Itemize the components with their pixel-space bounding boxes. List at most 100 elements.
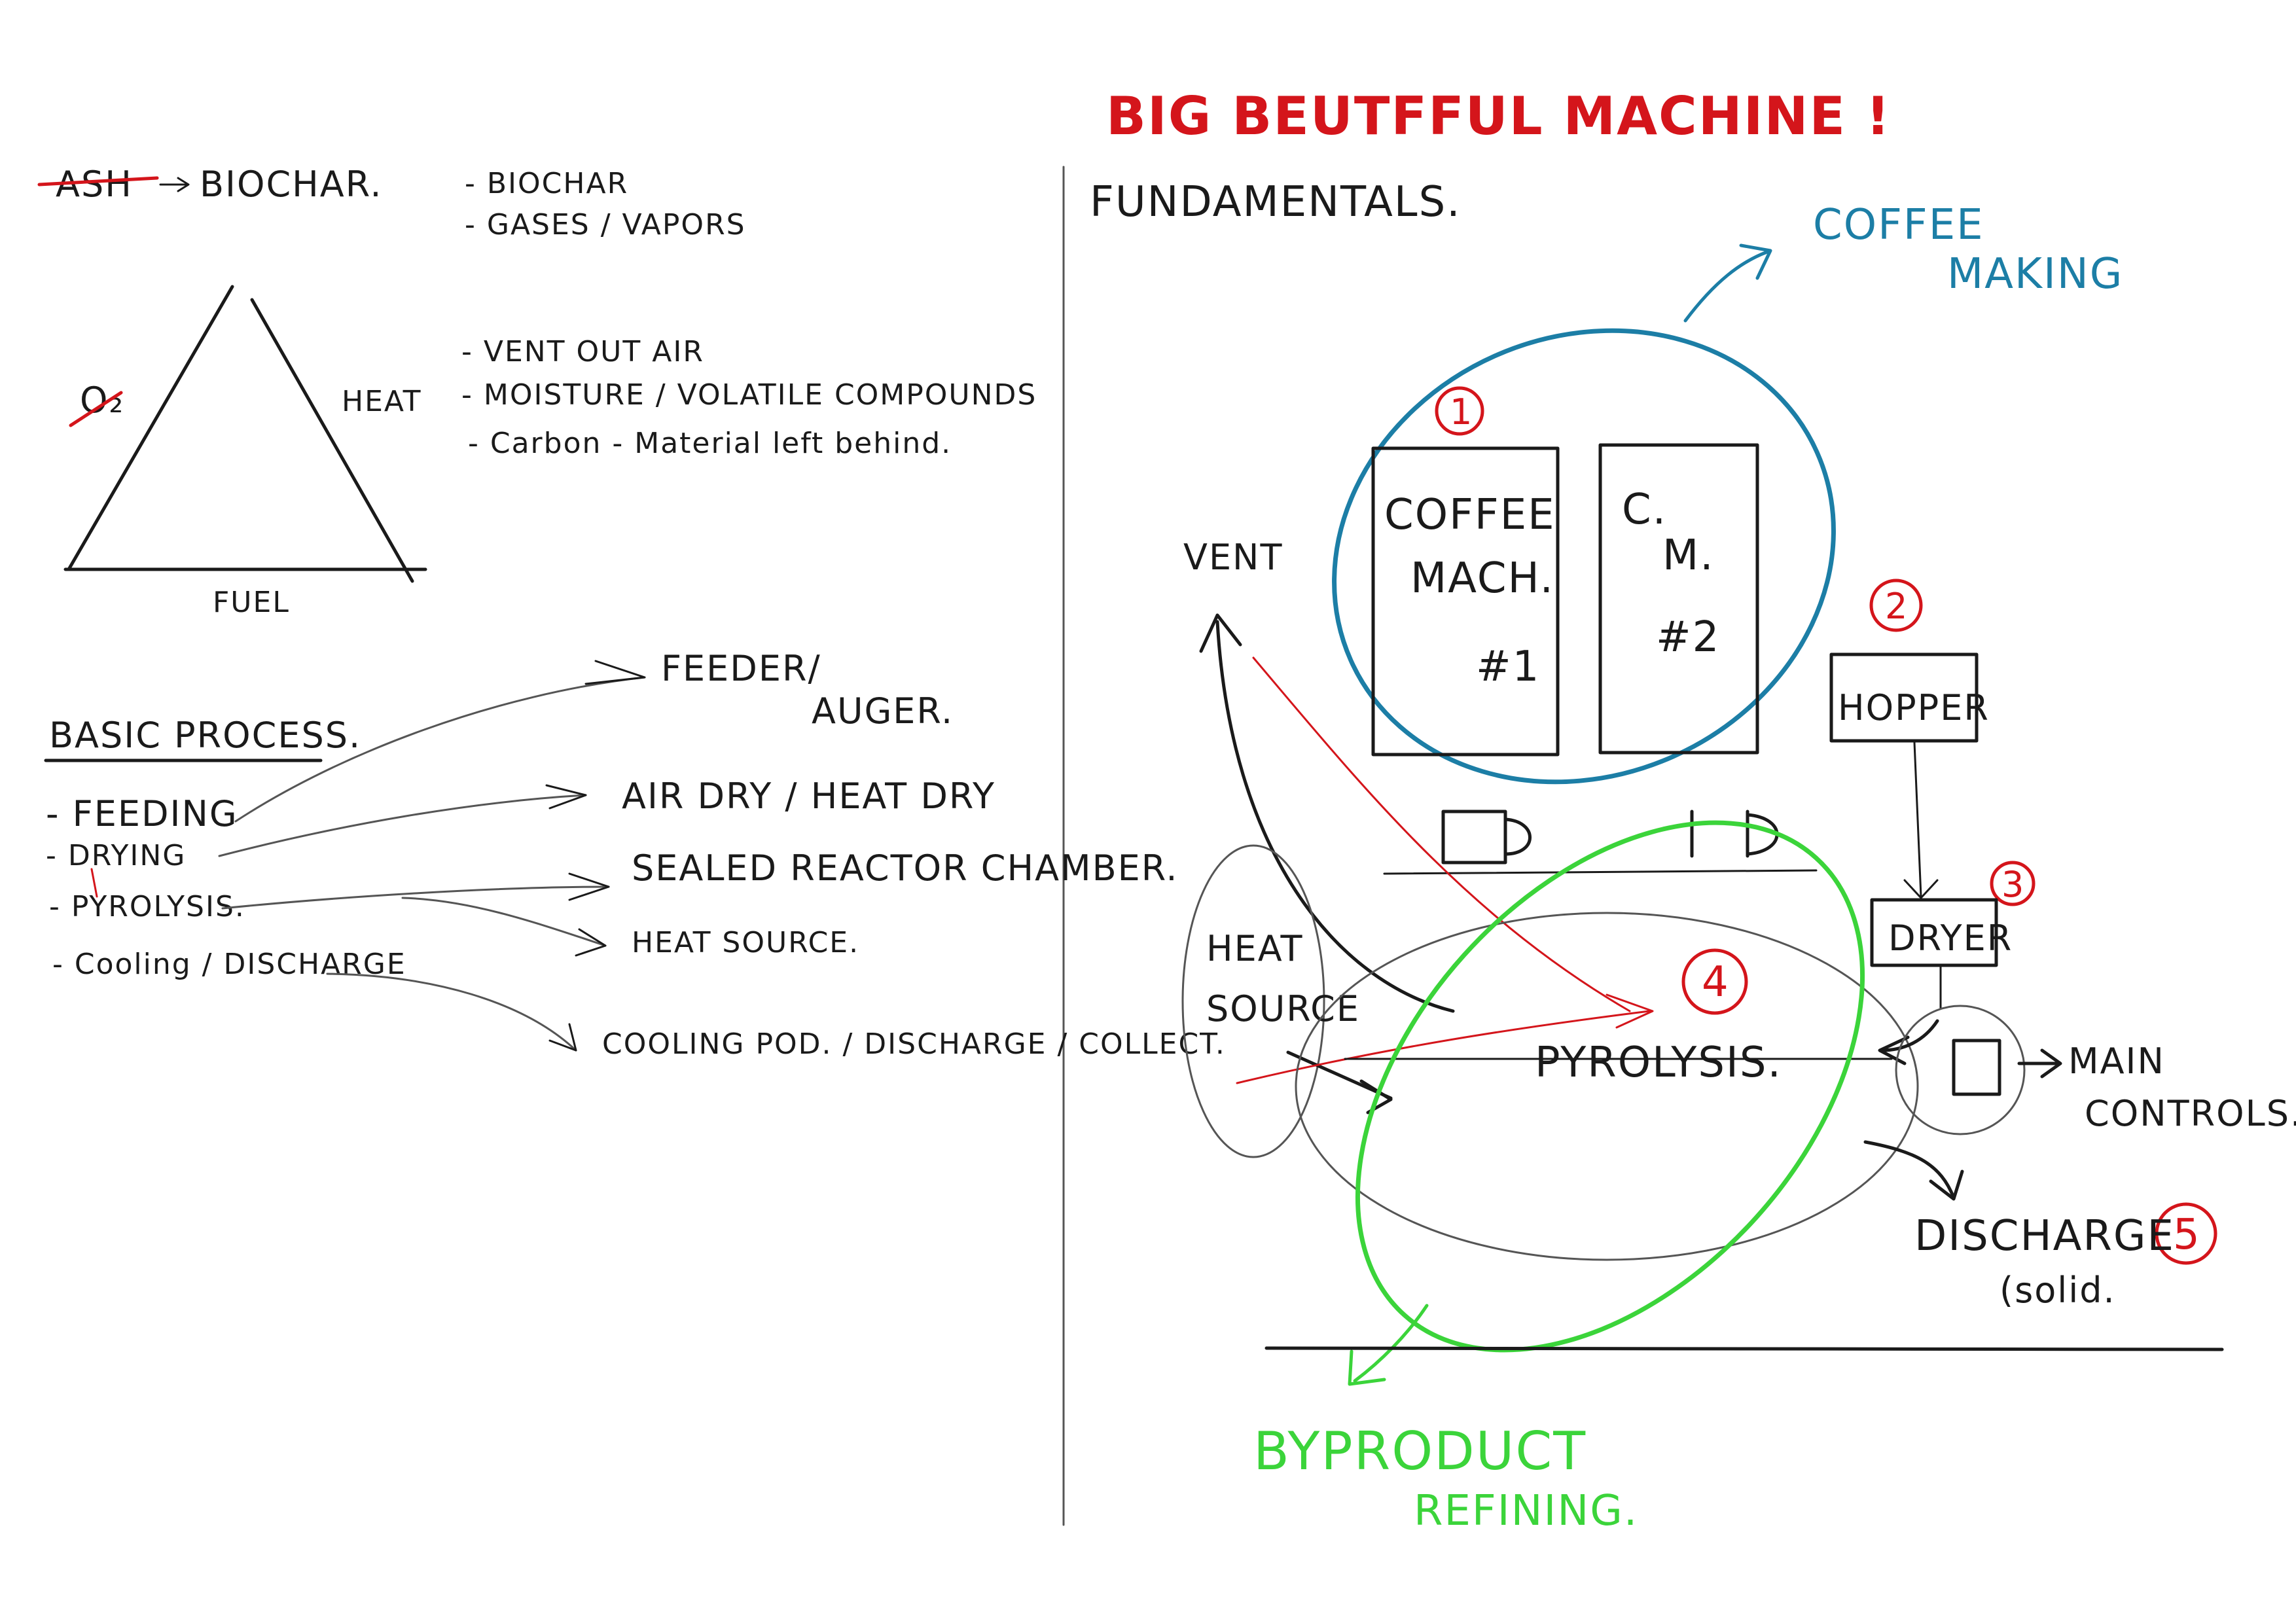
process-step: - Cooling / DISCHARGE	[52, 948, 406, 981]
arrow-head-icon	[545, 784, 587, 810]
coffee-machine-2-line: M.	[1662, 531, 1715, 580]
marker-1: 1	[1450, 391, 1473, 433]
floor-line	[1265, 1346, 2224, 1351]
dryer: DRYER	[1870, 898, 2013, 1009]
ash-strikethrough	[37, 176, 159, 187]
triangle-fuel-label: FUEL	[213, 586, 290, 619]
cup-1	[1441, 810, 1507, 865]
coffee-making-line: MAKING	[1947, 250, 2123, 298]
process-step: - PYROLYSIS.	[49, 890, 245, 923]
coffee-machine-1-line: COFFEE	[1384, 491, 1556, 539]
heat-source-line: SOURCE	[1206, 988, 1360, 1029]
arrow-head-icon	[1199, 613, 1242, 653]
heat-source-line: HEAT	[1206, 928, 1303, 969]
feeding-arrow	[234, 676, 646, 823]
arrow-right-icon	[159, 177, 190, 192]
coffee-arrow	[1683, 250, 1769, 323]
hopper-feed-line	[1913, 741, 1922, 898]
marker-circle	[1990, 861, 2036, 906]
hopper: HOPPER	[1829, 652, 1988, 899]
coffee-machine-2-line: C.	[1622, 486, 1667, 534]
note-item: - VENT OUT AIR	[461, 335, 704, 368]
coffee-machine-2-box	[1598, 443, 1759, 755]
target-feeder: FEEDER/	[661, 648, 821, 689]
coffee-cups	[1383, 810, 1818, 875]
page-title: BIG BEUTFFUL MACHINE !	[1106, 86, 1891, 147]
basic-process: BASIC PROCESS. - FEEDING - DRYING - PYRO…	[44, 648, 1225, 1061]
triangle-outline	[63, 285, 427, 583]
arrow-head-icon	[575, 928, 607, 957]
outputs-list: - BIOCHAR - GASES / VAPORS	[465, 167, 746, 241]
controls-panel-icon	[1952, 1039, 2001, 1096]
dryer-box	[1870, 898, 1998, 967]
main-controls-line: MAIN	[2068, 1041, 2165, 1082]
coffee-machine-1-number: #1	[1476, 643, 1540, 691]
fundamentals-heading: FUNDAMENTALS.	[1090, 178, 1462, 226]
counter-line	[1383, 869, 1818, 875]
marker-circle	[2155, 1202, 2217, 1265]
coffee-machine-1-box	[1371, 446, 1560, 757]
coffee-machine-1: COFFEE MACH. #1	[1371, 446, 1560, 757]
reactor-ellipse	[1295, 912, 1919, 1261]
pyrolysis-reactor: PYROLYSIS.	[1295, 912, 1939, 1261]
oxygen-strikethrough	[69, 391, 123, 427]
target-auger: AUGER.	[812, 690, 954, 732]
heat-source-ellipse	[1181, 844, 1325, 1158]
arrow-head-icon	[1348, 1349, 1386, 1386]
coffee-making-label: COFFEE MAKING	[1683, 201, 2123, 323]
drying-correction-mark	[90, 868, 98, 898]
biochar-label: BIOCHAR.	[200, 164, 383, 205]
arrow-head-icon	[548, 1023, 577, 1052]
pyrolysis-arrow	[221, 885, 610, 910]
byproduct-line: REFINING.	[1414, 1487, 1638, 1535]
discharge-line: DISCHARGE	[1914, 1212, 2175, 1260]
arrow-head-icon	[584, 660, 646, 685]
discharge: DISCHARGE (solid.	[1863, 1140, 2175, 1311]
marker-5: 5	[2173, 1211, 2201, 1259]
marker-circle	[1435, 386, 1484, 436]
vent: VENT	[1183, 537, 1455, 1013]
heat-source-arrow	[401, 897, 607, 947]
arrow-head-icon	[1605, 993, 1654, 1029]
hopper-box	[1829, 652, 1979, 743]
arrow-head-icon	[1739, 243, 1772, 280]
output-item: - BIOCHAR	[465, 167, 628, 200]
arrow-head-icon	[1903, 879, 1939, 899]
fire-triangle: O₂ HEAT FUEL	[63, 285, 427, 619]
note-item: - MOISTURE / VOLATILE COMPOUNDS	[461, 378, 1037, 412]
dryer-label: DRYER	[1888, 918, 2013, 959]
arrow-head-icon	[568, 872, 610, 901]
pyrolysis-label: PYROLYSIS.	[1535, 1039, 1782, 1087]
controls-circle	[1895, 1005, 2026, 1135]
cooling-arrow	[326, 972, 577, 1052]
marker-circle	[1681, 948, 1748, 1015]
byproduct-group-ellipse	[1355, 820, 1865, 1353]
discharge-arrow	[1863, 1140, 1956, 1200]
marker-4: 4	[1702, 958, 1730, 1007]
process-step: - FEEDING	[46, 793, 238, 834]
output-item: - GASES / VAPORS	[465, 208, 746, 241]
byproduct-label: BYPRODUCT REFINING.	[1253, 1304, 1638, 1535]
arrow-head-icon	[1359, 1079, 1393, 1115]
vent-label: VENT	[1183, 537, 1283, 578]
heat-source: HEAT SOURCE	[1181, 844, 1393, 1158]
byproduct-line: BYPRODUCT	[1253, 1421, 1587, 1482]
coffee-making-line: COFFEE	[1813, 201, 1984, 249]
process-heading: BASIC PROCESS.	[49, 715, 361, 756]
marker-circle	[1869, 579, 1923, 632]
discharge-line: (solid.	[2000, 1270, 2116, 1311]
coffee-group-ellipse	[1332, 328, 1836, 785]
coffee-machine-2: C. M. #2	[1598, 443, 1759, 755]
vent-arrow	[1215, 620, 1455, 1013]
coffee-machine-2-number: #2	[1656, 613, 1720, 662]
dryer-to-reactor-arrow	[1880, 1019, 1939, 1052]
step-markers: 1 2 3 4 5	[1435, 386, 2217, 1265]
main-controls-line: CONTROLS.	[2085, 1093, 2296, 1134]
triangle-heat-label: HEAT	[342, 385, 422, 418]
ash-to-biochar: ASH BIOCHAR.	[37, 164, 383, 205]
target-dry: AIR DRY / HEAT DRY	[622, 776, 996, 817]
cup-1-handle	[1503, 817, 1532, 856]
drying-arrow	[218, 794, 587, 857]
byproduct-arrow	[1353, 1304, 1429, 1383]
